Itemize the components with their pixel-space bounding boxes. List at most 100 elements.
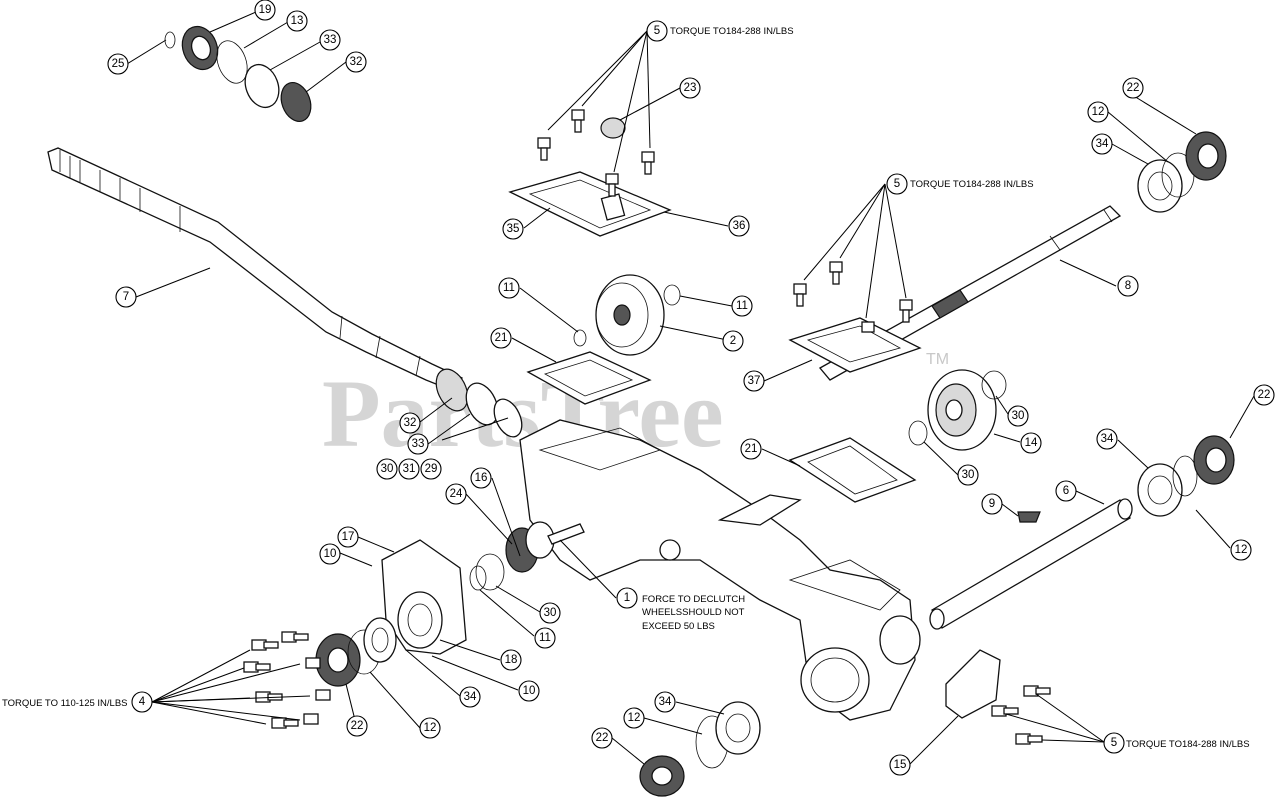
callout-37: 37 [743, 370, 765, 392]
leader-lines [126, 11, 1255, 765]
callout-22-mid-right: 22 [1253, 384, 1275, 406]
svg-text:21: 21 [745, 443, 758, 455]
washer-30a [981, 370, 1007, 400]
callout-32: 32 [345, 51, 367, 73]
callout-18: 18 [500, 649, 522, 671]
callout-25: 25 [107, 53, 129, 75]
svg-text:13: 13 [291, 15, 304, 27]
callout-30-center: 30 [539, 602, 561, 624]
callout-13: 13 [286, 10, 308, 32]
snap-ring-11c [469, 565, 487, 591]
svg-text:33: 33 [324, 34, 337, 46]
svg-text:12: 12 [1092, 106, 1105, 118]
svg-text:5: 5 [894, 178, 900, 190]
svg-text:25: 25 [112, 58, 125, 70]
callout-24: 24 [445, 483, 467, 505]
callout-5-top: 5 [646, 20, 668, 42]
snap-ring-11b [663, 284, 681, 306]
svg-text:36: 36 [733, 220, 746, 232]
note-torque-left: TORQUE TO 110-125 IN/LBS [2, 698, 128, 709]
svg-text:30: 30 [1012, 410, 1025, 422]
svg-text:5: 5 [654, 25, 660, 37]
svg-text:11: 11 [503, 282, 515, 294]
callout-4: 4 [131, 691, 153, 713]
callout-22-bottom: 22 [591, 727, 613, 749]
callout-23: 23 [679, 77, 701, 99]
svg-text:22: 22 [596, 732, 609, 744]
svg-text:37: 37 [748, 375, 761, 387]
note-declutch-2: WHEELSSHOULD NOT [642, 607, 745, 618]
gasket-right [788, 437, 917, 503]
gasket-upper [526, 351, 652, 405]
svg-text:19: 19 [259, 4, 272, 16]
svg-text:12: 12 [424, 722, 437, 734]
left-bolts [243, 631, 331, 729]
callout-22-top-right: 22 [1122, 77, 1144, 99]
svg-text:35: 35 [507, 223, 520, 235]
left-axle-shaft [47, 147, 463, 393]
note-torque-top: TORQUE TO184-288 IN/LBS [670, 26, 794, 37]
svg-text:29: 29 [425, 463, 438, 475]
svg-text:4: 4 [139, 696, 146, 708]
svg-text:16: 16 [475, 472, 488, 484]
svg-text:32: 32 [350, 56, 363, 68]
svg-text:15: 15 [894, 759, 907, 771]
bearing-14 [927, 369, 997, 451]
callout-34-bottom: 34 [654, 691, 676, 713]
callout-12-top-right: 12 [1087, 101, 1109, 123]
svg-text:11: 11 [736, 300, 748, 312]
callout-17: 17 [337, 526, 359, 548]
svg-text:22: 22 [351, 720, 364, 732]
key [1017, 511, 1041, 523]
callout-34-top-right: 34 [1091, 133, 1113, 155]
plate-15 [945, 649, 1001, 719]
callout-8: 8 [1117, 275, 1139, 297]
callout-12-bottom: 12 [623, 707, 645, 729]
svg-text:10: 10 [324, 548, 337, 560]
upper-right-bearings [1137, 131, 1227, 213]
bottom-bearings [639, 701, 761, 797]
svg-text:30: 30 [381, 463, 394, 475]
callout-33: 33 [319, 29, 341, 51]
callout-9: 9 [981, 493, 1003, 515]
callout-19: 19 [254, 0, 276, 21]
svg-text:9: 9 [989, 498, 995, 510]
svg-text:34: 34 [464, 691, 477, 703]
svg-text:34: 34 [659, 696, 672, 708]
note-torque-bottom-right: TORQUE TO184-288 IN/LBS [1126, 739, 1250, 750]
top-bolts [537, 109, 655, 197]
top-cover-plate [508, 171, 672, 237]
svg-text:6: 6 [1063, 485, 1069, 497]
callout-30-right-upper: 30 [1007, 405, 1029, 427]
svg-text:33: 33 [412, 438, 425, 450]
note-torque-right: TORQUE TO184-288 IN/LBS [910, 179, 1034, 190]
svg-text:30: 30 [544, 607, 557, 619]
callout-10-left: 10 [319, 543, 341, 565]
svg-text:34: 34 [1101, 433, 1114, 445]
callout-10-bottom: 10 [518, 680, 540, 702]
callout-31: 31 [398, 458, 420, 480]
svg-text:31: 31 [403, 463, 416, 475]
callout-30-left: 30 [376, 458, 398, 480]
callout-12-mid-right: 12 [1230, 539, 1252, 561]
svg-text:34: 34 [1096, 138, 1109, 150]
svg-text:11: 11 [539, 632, 551, 644]
note-declutch-1: FORCE TO DECLUTCH [642, 594, 745, 605]
callout-21-right: 21 [740, 438, 762, 460]
top-left-seals [164, 25, 312, 122]
left-side-cover [381, 539, 467, 655]
callout-32-left: 32 [399, 412, 421, 434]
svg-text:12: 12 [1235, 544, 1248, 556]
svg-text:14: 14 [1025, 437, 1038, 449]
svg-text:18: 18 [505, 654, 518, 666]
svg-text:8: 8 [1125, 280, 1131, 292]
watermark-trademark: TM [926, 351, 949, 368]
svg-text:24: 24 [450, 488, 463, 500]
svg-text:21: 21 [495, 332, 508, 344]
svg-text:1: 1 [624, 592, 630, 604]
washer-30b [908, 420, 928, 446]
callout-34-mid-right: 34 [1096, 428, 1118, 450]
svg-text:23: 23 [684, 82, 697, 94]
svg-text:32: 32 [404, 417, 417, 429]
